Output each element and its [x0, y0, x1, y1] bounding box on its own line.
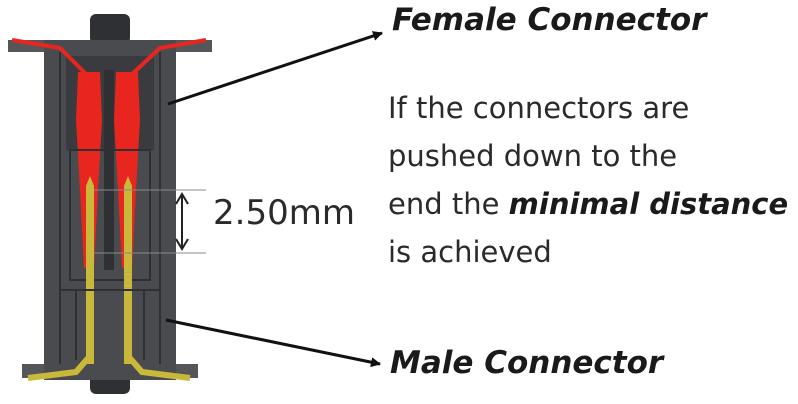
male-lead-left	[27, 354, 93, 381]
male-connector-label: Male Connector	[390, 345, 664, 381]
male-lead-right	[125, 354, 191, 381]
top-guide-post	[90, 14, 130, 44]
female-contact-right	[114, 72, 140, 268]
minimal-distance-emphasis: minimal distance	[508, 187, 789, 221]
description-line-4: is achieved	[388, 235, 552, 269]
dimension-label: 2.50mm	[213, 193, 355, 233]
female-contact-left	[76, 72, 102, 268]
male-contact-left	[86, 186, 94, 364]
description-line-3-prefix: end the	[388, 187, 509, 221]
male-callout-arrow	[165, 318, 381, 368]
description-line-2: pushed down to the	[388, 139, 678, 173]
description-line-3: end the minimal distance	[388, 180, 788, 228]
female-callout-arrow	[167, 31, 383, 106]
female-lead-left	[11, 38, 90, 78]
description-line-1: If the connectors are	[388, 91, 690, 125]
male-contact-right	[124, 186, 132, 364]
male-cavity	[69, 149, 151, 281]
female-connector-label: Female Connector	[392, 2, 707, 38]
female-lead-right	[128, 38, 207, 78]
description-text: If the connectors are pushed down to the…	[388, 84, 788, 276]
